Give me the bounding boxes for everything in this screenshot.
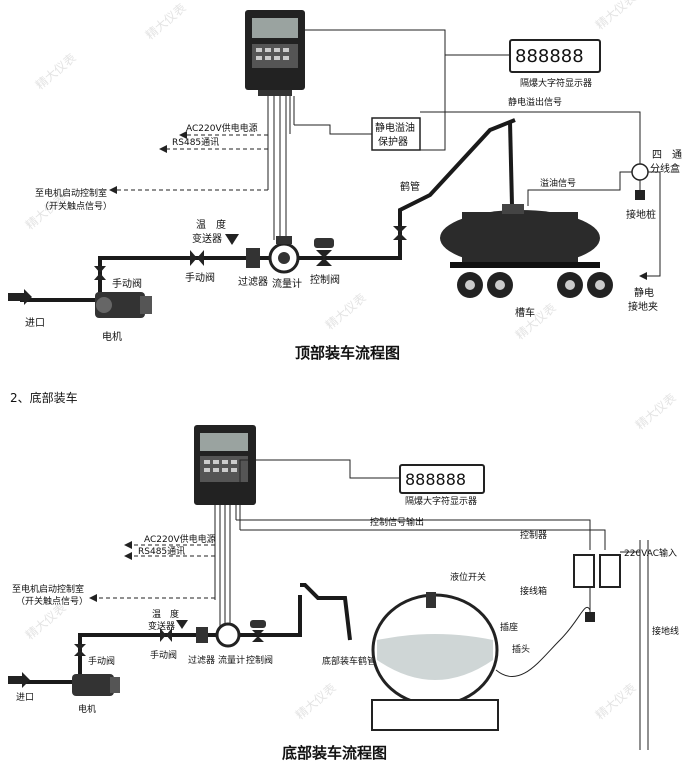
bottom-motor-icon	[72, 674, 120, 696]
bottom-power-lines: AC220V供电电源 RS485通讯	[124, 533, 216, 560]
svg-text:静电溢油: 静电溢油	[375, 121, 415, 134]
top-overflow-signal-wire	[420, 111, 641, 165]
svg-text:温 度: 温 度	[196, 218, 226, 231]
bottom-control-signal-label: 控制信号输出	[370, 516, 424, 528]
bottom-controller-box	[573, 554, 595, 588]
svg-text:接地夹: 接地夹	[628, 300, 658, 313]
svg-text:手动阀: 手动阀	[88, 655, 115, 667]
svg-text:手动阀: 手动阀	[112, 277, 142, 290]
bottom-display-panel: 888888	[399, 464, 485, 494]
top-control-valve-icon	[314, 238, 334, 266]
svg-text:AC220V供电电源: AC220V供电电源	[186, 122, 258, 134]
bottom-cable-bundle	[214, 505, 241, 630]
bottom-diagram: 888888 隔爆大字符显示器 控制信号输出 AC220V供电电源 RS485通…	[8, 425, 679, 762]
svg-text:插头: 插头	[512, 643, 530, 655]
svg-text:控制阀: 控制阀	[246, 654, 273, 666]
top-inlet-arrow-icon	[8, 289, 32, 305]
svg-text:AC220V供电电源: AC220V供电电源	[144, 533, 216, 545]
top-tank-car-label: 槽车	[515, 306, 535, 319]
top-cable-bundle	[267, 96, 295, 240]
top-diagram-title: 顶部装车流程图	[295, 344, 400, 362]
svg-text:接地线: 接地线	[652, 625, 679, 637]
top-motor-icon	[95, 292, 152, 318]
top-crane-drop	[508, 121, 514, 206]
svg-text:手动阀: 手动阀	[150, 649, 177, 661]
bottom-main-pipe	[15, 595, 302, 684]
top-static-clip-label: 静电	[634, 286, 654, 299]
svg-text:分线盒: 分线盒	[650, 162, 680, 175]
svg-text:温 度: 温 度	[152, 608, 179, 620]
svg-text:精大仪表: 精大仪表	[33, 51, 79, 93]
svg-text:精大仪表: 精大仪表	[513, 301, 559, 343]
svg-text:RS485通讯: RS485通讯	[172, 137, 219, 148]
svg-text:手动阀: 手动阀	[185, 271, 215, 284]
svg-text:控制阀: 控制阀	[310, 273, 340, 286]
svg-text:精大仪表: 精大仪表	[633, 391, 679, 433]
top-junction-box-icon	[631, 163, 649, 181]
svg-text:电机: 电机	[78, 703, 96, 715]
svg-text:控制器: 控制器	[520, 529, 547, 541]
top-manual-valve-a-icon	[94, 266, 106, 280]
top-motor-label: 电机	[102, 330, 122, 343]
svg-text:四 通: 四 通	[652, 149, 682, 161]
top-diagram: 888888 隔爆大字符显示器 静电溢出信号 静电溢油 保护器 AC220V供电…	[8, 10, 682, 362]
top-static-protector: 静电溢油 保护器	[371, 117, 421, 151]
bottom-motor-room-label: 至电机启动控制室	[12, 583, 84, 595]
svg-text:过滤器: 过滤器	[238, 275, 268, 288]
svg-text:插座: 插座	[500, 621, 518, 633]
top-display-panel: 888888	[509, 39, 601, 73]
svg-text:RS485通讯: RS485通讯	[138, 546, 185, 557]
bottom-display-label: 隔爆大字符显示器	[405, 495, 477, 507]
top-manual-valve-b-icon	[190, 250, 204, 266]
top-overflow-signal-out-label: 静电溢出信号	[508, 96, 562, 108]
svg-text:888888: 888888	[515, 46, 584, 67]
bottom-tank-icon	[371, 593, 499, 731]
top-power-lines: AC220V供电电源 RS485通讯	[159, 122, 268, 153]
svg-text:精大仪表: 精大仪表	[323, 291, 369, 333]
svg-text:变送器: 变送器	[148, 620, 175, 632]
svg-text:变送器: 变送器	[192, 232, 222, 245]
svg-text:流量计: 流量计	[272, 277, 302, 290]
bottom-batch-controller	[194, 425, 256, 505]
svg-text:888888: 888888	[405, 470, 466, 489]
top-display-label: 隔爆大字符显示器	[520, 77, 592, 89]
svg-text:过滤器: 过滤器	[188, 654, 215, 666]
top-ground-pile-icon	[635, 190, 645, 200]
svg-text:（开关触点信号）: （开关触点信号）	[16, 595, 88, 607]
bottom-crane-label: 底部装车鹤管	[322, 655, 376, 667]
bottom-inlet-arrow-icon	[8, 672, 30, 688]
top-batch-controller	[245, 10, 305, 96]
top-temp-transmitter-icon	[225, 234, 239, 245]
svg-text:精大仪表: 精大仪表	[593, 681, 639, 723]
svg-text:精大仪表: 精大仪表	[293, 681, 339, 723]
svg-text:液位开关: 液位开关	[450, 571, 486, 583]
svg-text:精大仪表: 精大仪表	[593, 0, 639, 32]
bottom-diagram-title: 底部装车流程图	[282, 744, 387, 762]
top-motor-room-label: 至电机启动控制室	[35, 187, 107, 199]
svg-text:（开关触点信号）: （开关触点信号）	[40, 200, 112, 212]
top-filter-icon	[246, 248, 260, 268]
section-2-heading: 2、底部装车	[10, 390, 78, 405]
top-flowmeter-icon	[268, 236, 300, 274]
svg-text:220VAC输入: 220VAC输入	[624, 547, 677, 559]
svg-text:进口: 进口	[16, 692, 34, 703]
top-overflow-signal-label: 溢油信号	[540, 177, 576, 189]
svg-text:接线箱: 接线箱	[520, 585, 547, 597]
svg-text:保护器: 保护器	[378, 135, 408, 148]
svg-text:流量计: 流量计	[218, 654, 245, 666]
top-tank-car-icon	[440, 204, 613, 298]
svg-text:精大仪表: 精大仪表	[143, 1, 189, 43]
top-display-wire	[298, 29, 446, 151]
top-inlet-label: 进口	[25, 317, 45, 329]
svg-text:接地桩: 接地桩	[626, 208, 656, 221]
top-crane-pipe-label: 鹤管	[400, 180, 420, 193]
